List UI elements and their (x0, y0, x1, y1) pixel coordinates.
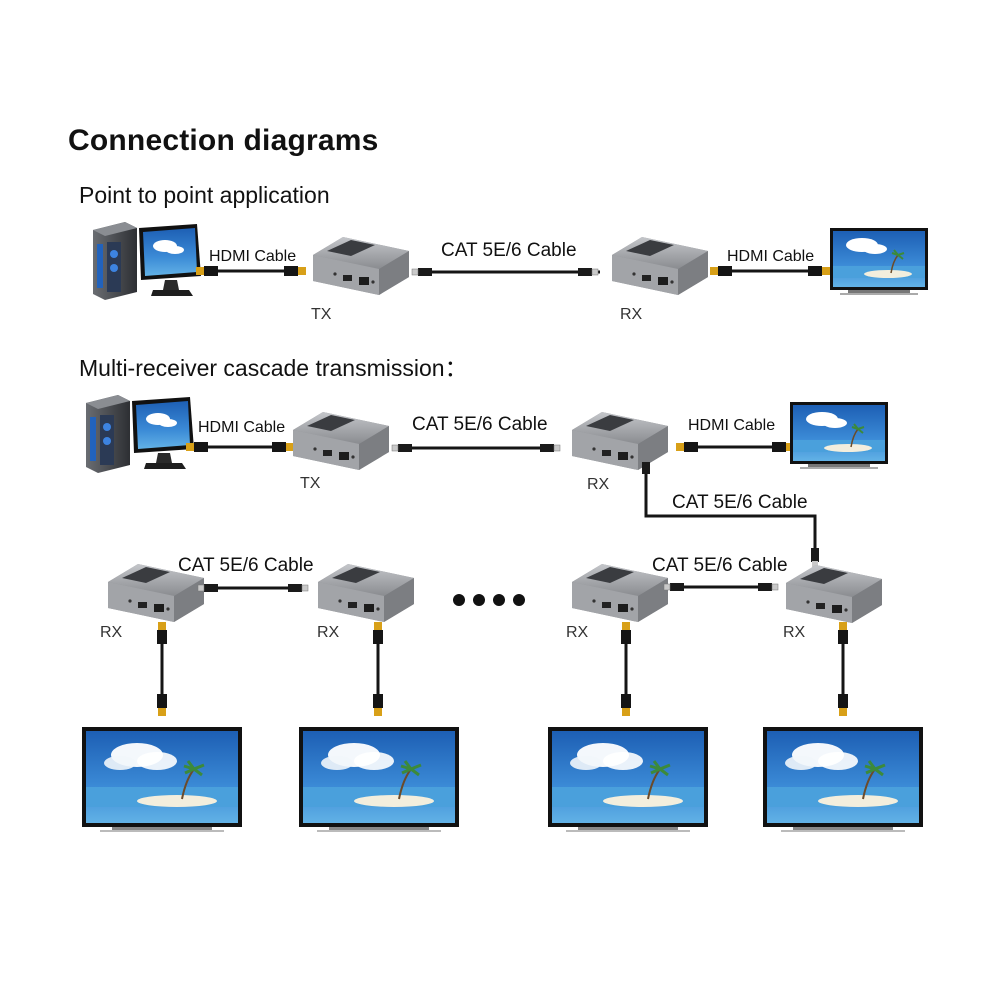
hdmi-vertical-cable (157, 622, 167, 716)
cat-cable-label: CAT 5E/6 Cable (441, 240, 577, 261)
hdmi-vertical-cable (373, 622, 383, 716)
hdmi-cable-label: HDMI Cable (688, 417, 775, 434)
hdmi-plug-icon (272, 442, 294, 452)
rx-label: RX (783, 624, 806, 641)
tx-label: TX (311, 306, 332, 323)
cat-cable-label: CAT 5E/6 Cable (672, 492, 808, 513)
hdmi-plug-icon (196, 266, 218, 276)
hdmi-plug-icon (676, 442, 698, 452)
hdmi-cable-label: HDMI Cable (209, 248, 296, 265)
rx-extender (318, 564, 414, 622)
rj45-plug-icon (391, 443, 413, 453)
section-title-point-to-point: Point to point application (79, 182, 330, 208)
hdmi-plug-icon (808, 266, 830, 276)
hdmi-plug-icon (710, 266, 732, 276)
rj45-plug-icon (287, 583, 309, 593)
rx-label: RX (100, 624, 123, 641)
tx-extender (293, 412, 389, 470)
tx-extender (313, 237, 409, 295)
rx-label: RX (566, 624, 589, 641)
rx-extender (786, 565, 882, 623)
rj45-plug-icon (539, 443, 561, 453)
cat-cable-line (644, 468, 817, 555)
cat-cable-label: CAT 5E/6 Cable (412, 414, 548, 435)
hdmi-vertical-cable (838, 622, 848, 716)
display-tv (297, 725, 461, 834)
display-tv (761, 725, 925, 834)
rj45-plug-icon (577, 267, 599, 277)
display-tv (789, 401, 889, 470)
page-title: Connection diagrams (68, 124, 379, 157)
section-title-cascade: Multi-receiver cascade transmission： (79, 355, 468, 381)
display-tv (80, 725, 244, 834)
rj45-plug-icon (663, 582, 685, 592)
hdmi-plug-icon (186, 442, 208, 452)
tx-label: TX (300, 475, 321, 492)
cat-cable-label: CAT 5E/6 Cable (178, 555, 314, 576)
rx-label: RX (620, 306, 643, 323)
hdmi-vertical-cable (621, 622, 631, 716)
more-receivers-ellipsis (453, 594, 525, 606)
rj45-plug-icon (411, 267, 433, 277)
rj45-plug-icon (197, 583, 219, 593)
hdmi-cable-label: HDMI Cable (727, 248, 814, 265)
rx-label: RX (317, 624, 340, 641)
pc-source (86, 395, 194, 473)
rx-extender (572, 412, 668, 470)
hdmi-plug-icon (284, 266, 306, 276)
cat-cable-label: CAT 5E/6 Cable (652, 555, 788, 576)
rx-label: RX (587, 476, 610, 493)
rj45-plug-icon (757, 582, 779, 592)
rx-extender (612, 237, 708, 295)
display-tv (829, 227, 929, 296)
display-tv (546, 725, 710, 834)
pc-source (93, 222, 201, 300)
hdmi-cable-label: HDMI Cable (198, 419, 285, 436)
